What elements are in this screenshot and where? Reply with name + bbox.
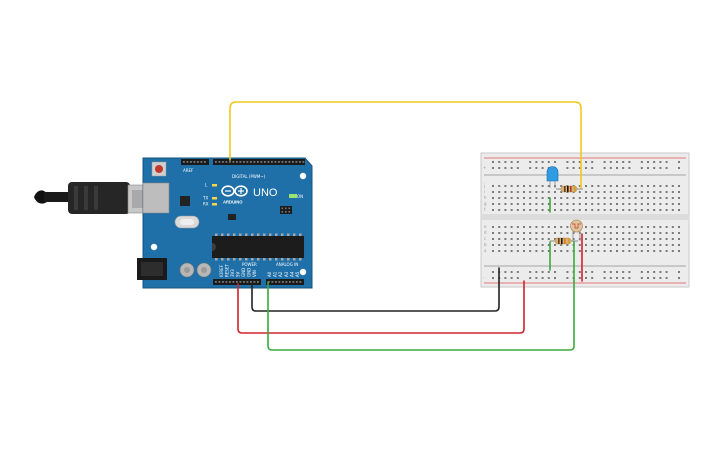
mount-hole xyxy=(299,268,307,276)
analog-header-label: ANALOG IN xyxy=(276,262,298,267)
analog-pin-label: A0 xyxy=(267,271,272,277)
row-letter: f xyxy=(484,207,486,212)
row-letter: e xyxy=(484,224,487,229)
power-pin-label: GND xyxy=(247,268,252,277)
dc-power-jack xyxy=(137,258,167,280)
power-led-label: ON xyxy=(297,194,303,199)
row-letter: d xyxy=(484,230,487,235)
analog-pin-label: A1 xyxy=(273,271,278,277)
wire-black[interactable] xyxy=(251,267,500,312)
wire-red[interactable] xyxy=(237,280,525,334)
row-letter: a xyxy=(484,248,487,253)
analog-pin-label: A5 xyxy=(295,271,300,277)
row-letter: h xyxy=(484,195,487,200)
mount-hole xyxy=(299,172,307,180)
row-letter: b xyxy=(484,242,487,247)
board-model-label: UNO xyxy=(253,187,278,199)
tx-led xyxy=(212,197,217,200)
power-pin-label: IOREF xyxy=(219,264,224,277)
l-led xyxy=(212,184,217,187)
bottom-pin-holes xyxy=(215,281,302,283)
photoresistor[interactable] xyxy=(570,219,583,241)
power-led xyxy=(289,194,297,198)
digital-pin-holes xyxy=(183,161,305,163)
power-pin-label: RESET xyxy=(225,264,230,277)
atmega-chip xyxy=(212,233,304,261)
analog-pin-label: A3 xyxy=(284,271,289,277)
row-letter: j xyxy=(483,183,485,188)
reset-button[interactable] xyxy=(151,161,167,177)
analog-header[interactable] xyxy=(266,279,304,285)
blue-led[interactable] xyxy=(546,166,559,189)
resistor[interactable] xyxy=(556,185,583,193)
regulator-chip xyxy=(228,214,236,220)
rail-minus-label: - xyxy=(483,275,485,280)
usb-port xyxy=(142,182,170,214)
resistor[interactable] xyxy=(550,237,578,245)
wire-yellow[interactable] xyxy=(229,101,582,189)
power-pin-label: 5V xyxy=(236,271,241,277)
arduino-logo-icon xyxy=(221,185,248,197)
icsp-header xyxy=(280,206,292,214)
digital-header-label: DIGITAL (PWM~) xyxy=(232,174,266,179)
wire-green[interactable] xyxy=(267,241,575,351)
capacitor xyxy=(196,262,212,278)
row-letter: i xyxy=(484,189,485,194)
l-led-label: L xyxy=(205,183,208,188)
mount-hole xyxy=(150,243,158,251)
breadboard-center-channel xyxy=(481,214,689,220)
power-header-label: POWER xyxy=(242,262,257,267)
tx-led-label: TX xyxy=(202,196,208,201)
row-letter: c xyxy=(484,236,486,241)
arduino-uno-board[interactable]: DIGITAL (PWM~) AREF L TX RX UNO ARDUINO … xyxy=(137,157,313,289)
board-brand-label: ARDUINO xyxy=(223,200,243,205)
usb-chip xyxy=(180,196,190,206)
power-pin-label: GND xyxy=(241,268,246,277)
analog-pin-label: A2 xyxy=(278,271,283,277)
analog-pin-label: A4 xyxy=(289,271,294,277)
aref-label: AREF xyxy=(183,168,194,173)
crystal-oscillator xyxy=(174,215,200,229)
power-pin-label: 3V3 xyxy=(230,269,235,277)
rail-plus-label: + xyxy=(483,165,486,170)
rx-led xyxy=(212,203,217,206)
capacitor xyxy=(179,262,195,278)
rx-led-label: RX xyxy=(203,202,209,207)
usb-cable[interactable] xyxy=(34,182,159,214)
row-letter: g xyxy=(484,201,487,206)
power-pin-label: VIN xyxy=(252,270,257,277)
